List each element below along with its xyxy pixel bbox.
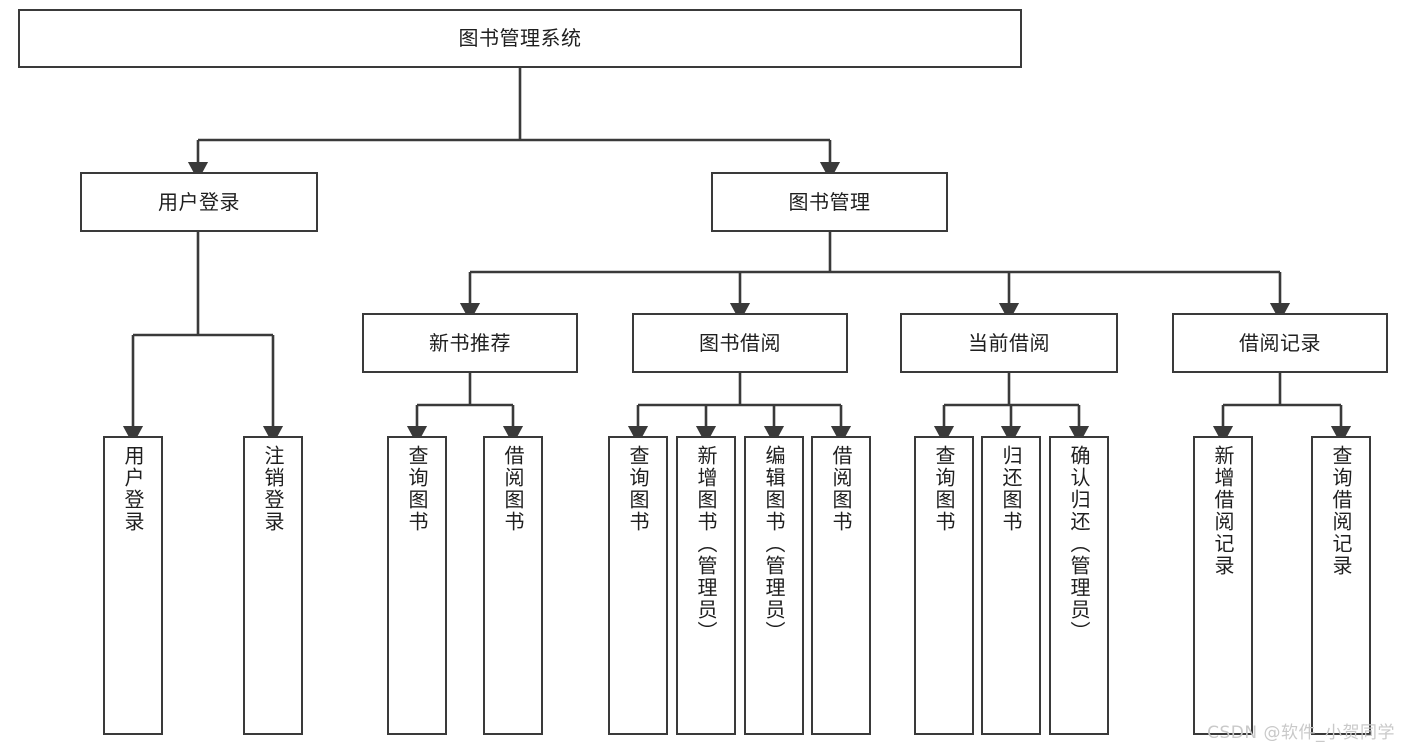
node-leaf-query-book-borrow[interactable]: 查询图书 [608, 436, 668, 735]
node-leaf-borrow-book-label: 借阅图书 [829, 445, 853, 533]
node-new-book-recommend-label: 新书推荐 [429, 330, 511, 355]
node-leaf-borrow-book-recommend-label: 借阅图书 [501, 445, 525, 533]
node-current-borrow[interactable]: 当前借阅 [900, 313, 1118, 373]
node-leaf-confirm-return-admin[interactable]: 确认归还（管理员） [1049, 436, 1109, 735]
node-leaf-add-borrow-record[interactable]: 新增借阅记录 [1193, 436, 1253, 735]
node-leaf-query-borrow-record-label: 查询借阅记录 [1329, 445, 1353, 577]
node-leaf-query-book-recommend[interactable]: 查询图书 [387, 436, 447, 735]
node-book-management[interactable]: 图书管理 [711, 172, 948, 232]
node-leaf-edit-book-admin[interactable]: 编辑图书（管理员） [744, 436, 804, 735]
node-root-book-management-system[interactable]: 图书管理系统 [18, 9, 1022, 68]
node-leaf-borrow-book-recommend[interactable]: 借阅图书 [483, 436, 543, 735]
node-leaf-add-borrow-record-label: 新增借阅记录 [1211, 445, 1235, 577]
node-root-label: 图书管理系统 [458, 26, 582, 51]
node-borrow-record-label: 借阅记录 [1239, 330, 1321, 355]
node-leaf-user-login-label: 用户登录 [121, 445, 145, 533]
csdn-watermark: CSDN @软件_小贺同学 [1207, 723, 1395, 743]
node-leaf-borrow-book[interactable]: 借阅图书 [811, 436, 871, 735]
node-book-borrow[interactable]: 图书借阅 [632, 313, 848, 373]
node-user-login-label: 用户登录 [158, 189, 240, 214]
node-leaf-query-borrow-record[interactable]: 查询借阅记录 [1311, 436, 1371, 735]
node-new-book-recommend[interactable]: 新书推荐 [362, 313, 578, 373]
node-book-management-label: 图书管理 [788, 189, 871, 214]
node-book-borrow-label: 图书借阅 [699, 330, 781, 355]
node-leaf-edit-book-admin-label: 编辑图书（管理员） [762, 445, 786, 643]
node-leaf-query-book-borrow-label: 查询图书 [626, 445, 650, 533]
node-leaf-return-book-label: 归还图书 [999, 445, 1023, 533]
node-leaf-return-book[interactable]: 归还图书 [981, 436, 1041, 735]
node-current-borrow-label: 当前借阅 [968, 330, 1050, 355]
node-leaf-query-book-current-label: 查询图书 [932, 445, 956, 533]
node-user-login[interactable]: 用户登录 [80, 172, 318, 232]
node-leaf-query-book-current[interactable]: 查询图书 [914, 436, 974, 735]
node-leaf-add-book-admin-label: 新增图书（管理员） [694, 445, 718, 643]
node-leaf-logout-label: 注销登录 [261, 445, 285, 533]
node-borrow-record[interactable]: 借阅记录 [1172, 313, 1388, 373]
node-leaf-query-book-recommend-label: 查询图书 [405, 445, 429, 533]
node-leaf-user-login[interactable]: 用户登录 [103, 436, 163, 735]
node-leaf-logout[interactable]: 注销登录 [243, 436, 303, 735]
node-leaf-confirm-return-admin-label: 确认归还（管理员） [1067, 445, 1091, 643]
node-leaf-add-book-admin[interactable]: 新增图书（管理员） [676, 436, 736, 735]
